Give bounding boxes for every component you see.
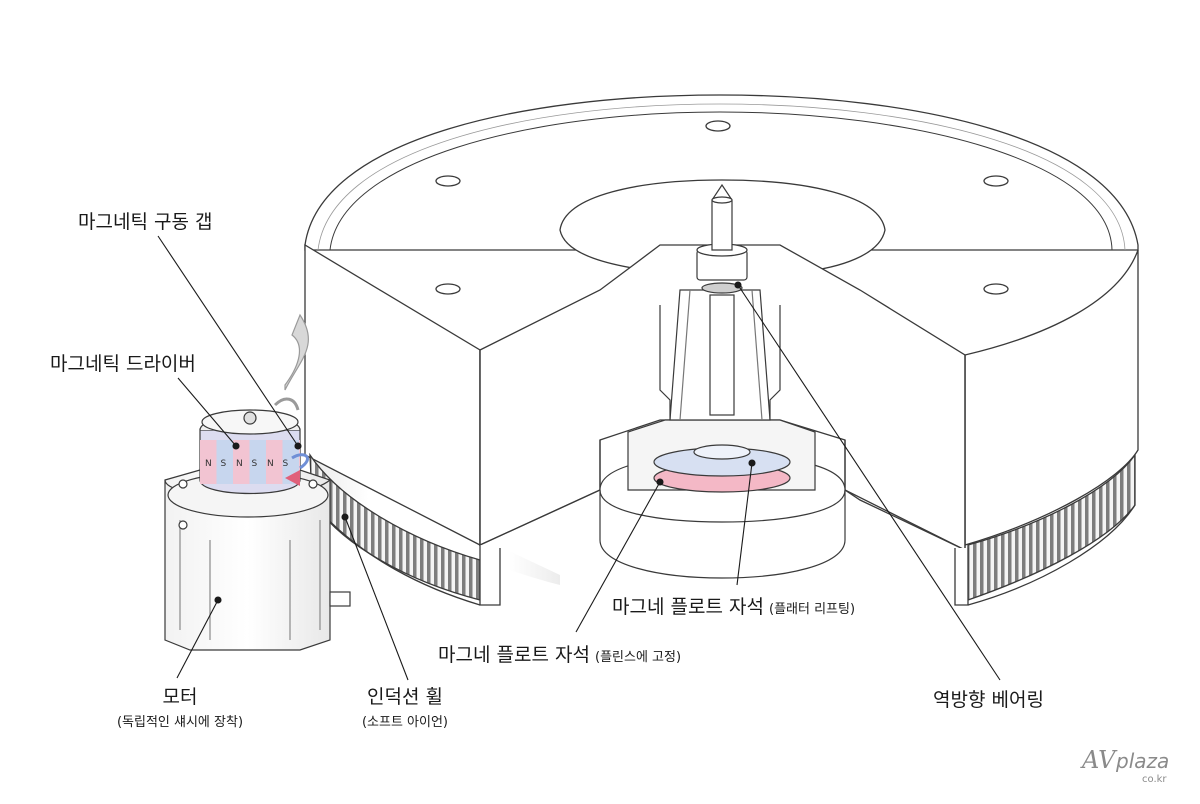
drive-arrow-blue-icon bbox=[291, 453, 309, 470]
label-motor-note: (독립적인 섀시에 장착) bbox=[116, 715, 244, 730]
label-induction-wheel-group: 인덕션 휠 (소프트 아이언) bbox=[335, 682, 475, 730]
avplaza-logo-mark: AV plaza co.kr bbox=[1080, 746, 1169, 785]
leader-lines bbox=[157, 235, 1001, 681]
platter-top-surface bbox=[304, 94, 1139, 251]
leader-dot bbox=[232, 442, 240, 450]
platter-hole bbox=[435, 175, 461, 187]
label-float-magnet-platter-note: (플래터 리프팅) bbox=[769, 602, 856, 617]
leader-dot bbox=[748, 459, 756, 467]
leader-motor bbox=[176, 599, 219, 679]
platter-outer-wall bbox=[305, 245, 560, 585]
leader-dot bbox=[656, 478, 664, 486]
label-float-magnet-plinth: 마그네 플로트 자석 bbox=[438, 644, 590, 666]
magnet-pole-s: S bbox=[252, 459, 258, 469]
rotation-arrow-icon bbox=[284, 313, 310, 391]
logo-text: plaza bbox=[1115, 749, 1169, 773]
avplaza-logo: AV plaza co.kr bbox=[1080, 738, 1180, 788]
label-motor: 모터 bbox=[162, 686, 198, 708]
label-inverted-bearing: 역방향 베어링 bbox=[933, 689, 1044, 711]
spindle-tip bbox=[711, 183, 733, 251]
leader-magnetic-drive-gap bbox=[157, 235, 299, 447]
label-float-platter-group: 마그네 플로트 자석 (플래터 리프팅) bbox=[612, 592, 855, 619]
platter-hole bbox=[983, 175, 1009, 187]
leader-induction-wheel bbox=[344, 516, 409, 681]
magnet-pole-n: N bbox=[236, 459, 243, 469]
drive-arrow-red-icon bbox=[285, 470, 300, 486]
magnet-pole-s: S bbox=[283, 459, 289, 469]
label-motor-group: 모터 (독립적인 섀시에 장착) bbox=[85, 682, 275, 730]
platter-hole bbox=[435, 283, 461, 295]
magnet-pole-s: S bbox=[221, 459, 227, 469]
magnet-pole-n: N bbox=[205, 459, 212, 469]
label-induction-wheel: 인덕션 휠 bbox=[367, 686, 443, 708]
leader-dot bbox=[214, 596, 222, 604]
leader-dot bbox=[734, 281, 742, 289]
leader-magnetic-driver bbox=[177, 377, 237, 447]
leader-inverted-bearing bbox=[737, 284, 1001, 681]
leader-float-platter bbox=[736, 462, 753, 586]
motor-assembly bbox=[164, 313, 351, 651]
label-magnetic-driver: 마그네틱 드라이버 bbox=[50, 353, 196, 375]
label-magnetic-drive-gap: 마그네틱 구동 갭 bbox=[78, 211, 213, 233]
logo-mark: AV bbox=[1080, 746, 1118, 774]
leader-float-plinth bbox=[575, 481, 661, 633]
motor-shaft-stub bbox=[329, 591, 351, 607]
platter-hole bbox=[983, 283, 1009, 295]
label-float-magnet-platter: 마그네 플로트 자석 bbox=[612, 596, 764, 618]
label-float-magnet-plinth-note: (플린스에 고정) bbox=[595, 650, 682, 665]
label-float-plinth-group: 마그네 플로트 자석 (플린스에 고정) bbox=[438, 640, 681, 667]
leader-dot bbox=[294, 442, 302, 450]
center-assembly bbox=[599, 183, 846, 579]
spindle-shaft bbox=[709, 294, 735, 416]
platter-hole bbox=[705, 120, 731, 132]
logo-sub: co.kr bbox=[1142, 774, 1167, 785]
leader-dot bbox=[341, 513, 349, 521]
magnet-pole-n: N bbox=[267, 459, 274, 469]
label-induction-wheel-note: (소프트 아이언) bbox=[361, 715, 449, 730]
